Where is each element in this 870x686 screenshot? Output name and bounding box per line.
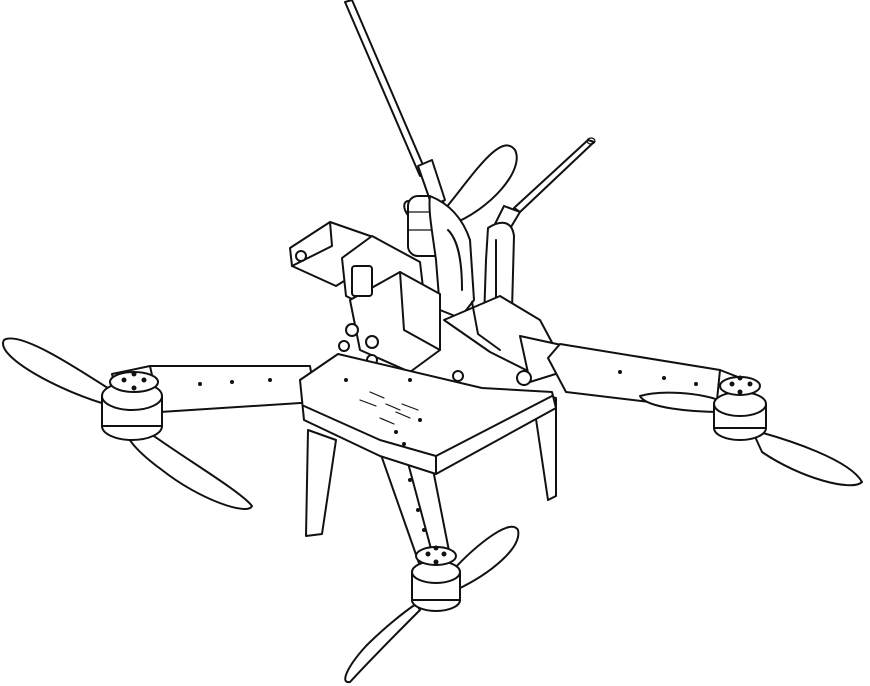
left-propeller — [2, 337, 253, 510]
right-motor — [713, 375, 767, 441]
main-body — [299, 353, 557, 475]
left-motor — [101, 371, 163, 441]
front-propeller — [344, 525, 520, 684]
front-motor — [411, 545, 461, 612]
antennas — [344, 0, 596, 233]
right-propeller — [639, 391, 863, 487]
